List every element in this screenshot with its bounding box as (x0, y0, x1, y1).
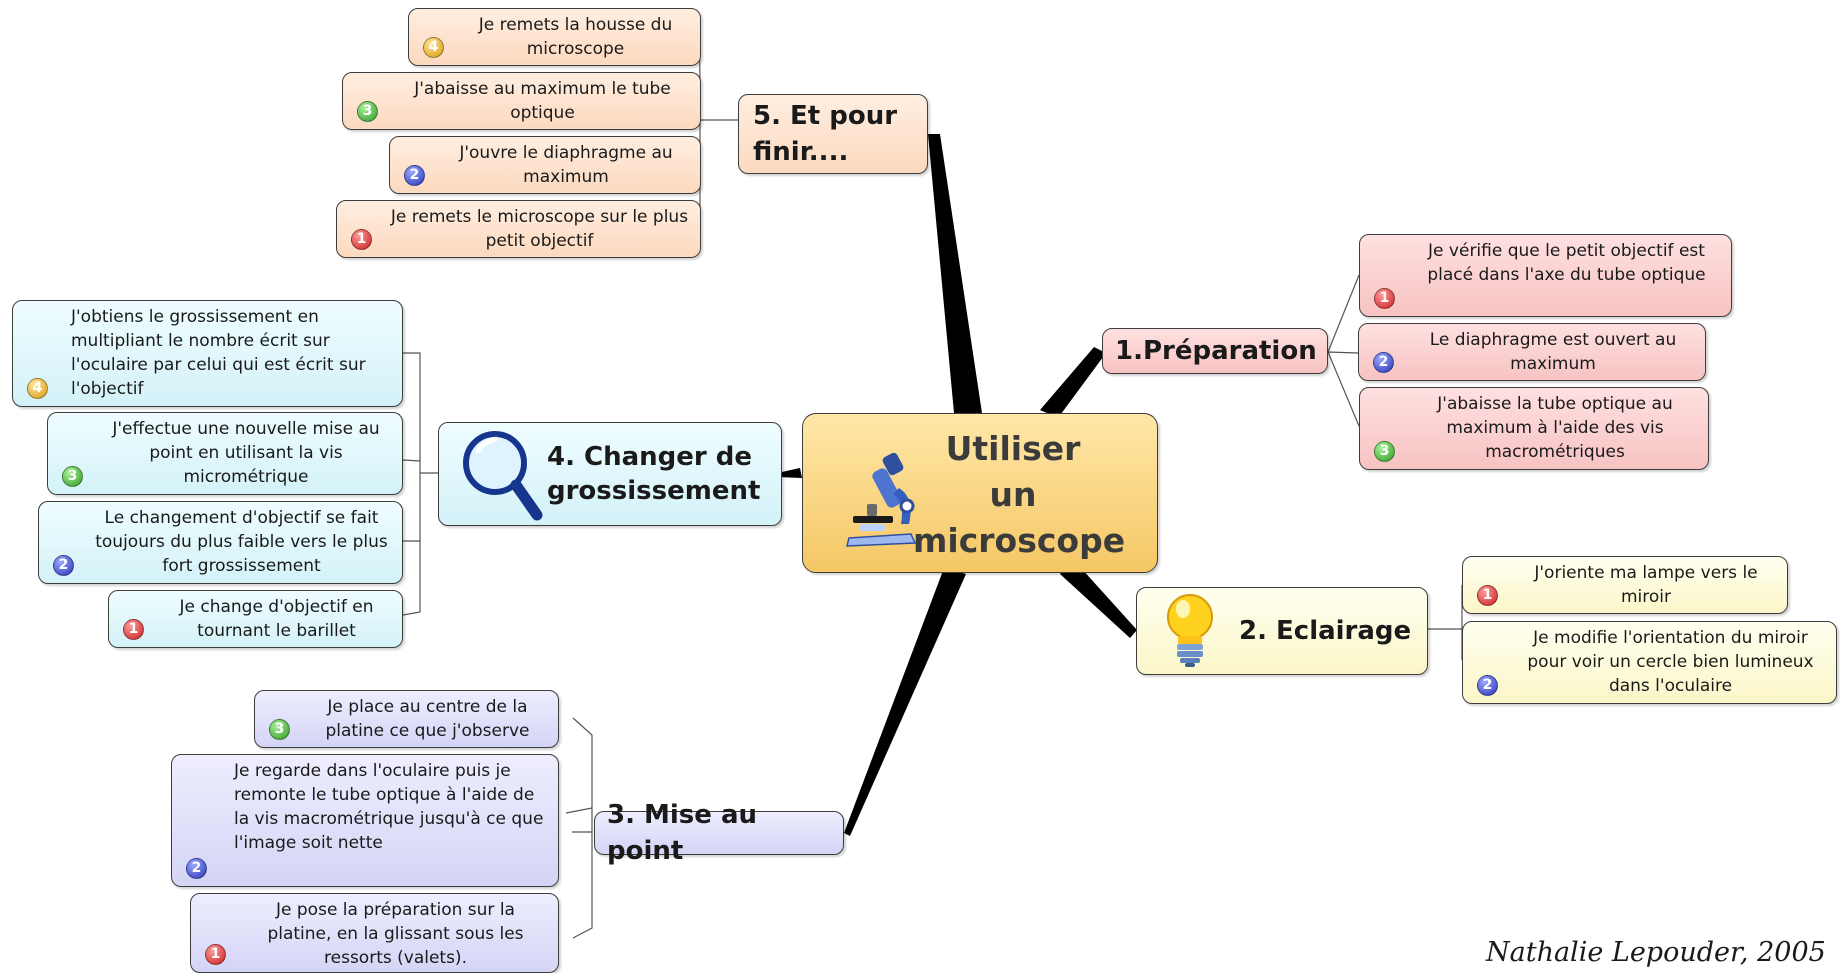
branch-preparation-node[interactable]: 1.Préparation (1102, 328, 1328, 374)
changer-item-3[interactable]: 3 J'effectue une nouvelle mise au point … (47, 412, 403, 495)
microscope-icon (846, 452, 917, 547)
finir-item-3-text: J'abaisse au maximum le tube optique (414, 79, 671, 123)
changer-item-3-text: J'effectue une nouvelle mise au point en… (112, 419, 380, 487)
finir-item-2-text: J'ouvre le diaphragme au maximum (459, 143, 673, 187)
branch-preparation (1040, 347, 1106, 418)
number-2-icon: 2 (404, 165, 425, 186)
branch-mise-au-point-node[interactable]: 3. Mise au point (594, 800, 844, 866)
number-1-icon: 1 (205, 944, 226, 965)
mise-au-point-item-3-text: Je place au centre de la platine ce que … (325, 697, 530, 741)
changer-item-1-text: Je change d'objectif en tournant le bari… (179, 597, 374, 641)
preparation-item-1[interactable]: 1 Je vérifie que le petit objectif est p… (1359, 234, 1732, 317)
number-1-icon: 1 (1374, 288, 1395, 309)
number-1-icon: 1 (351, 229, 372, 250)
eclairage-item-1-text: J'oriente ma lampe vers le miroir (1534, 563, 1758, 607)
number-1-icon: 1 (123, 619, 144, 640)
changer-item-2[interactable]: 2 Le changement d'objectif se fait toujo… (38, 501, 403, 584)
branch-changer (777, 468, 802, 478)
preparation-item-3[interactable]: 3 J'abaisse la tube optique au maximum à… (1359, 387, 1709, 470)
number-4-icon: 4 (27, 378, 48, 399)
finir-item-4-text: Je remets la housse du microscope (478, 15, 673, 59)
magnifying-glass-icon (463, 431, 543, 521)
center-node[interactable]: Utiliser un microscope (802, 413, 1158, 573)
number-2-icon: 2 (186, 858, 207, 879)
mise-au-point-item-1-text: Je pose la préparation sur la platine, e… (267, 900, 524, 968)
mise-au-point-item-1[interactable]: 1 Je pose la préparation sur la platine,… (190, 893, 559, 973)
preparation-item-2-text: Le diaphragme est ouvert au maximum (1429, 330, 1677, 374)
branch-finir-label: 5. Et pour finir.... (753, 101, 898, 167)
branch-finir-node[interactable]: 5. Et pour finir.... (738, 94, 928, 174)
branch-mise-au-point-label: 3. Mise au point (607, 800, 758, 866)
eclairage-item-2-text: Je modifie l'orientation du miroir pour … (1527, 628, 1814, 696)
number-3-icon: 3 (357, 101, 378, 122)
branch-eclairage (1060, 558, 1137, 638)
branch-mise-au-point (844, 568, 966, 836)
main-branches (777, 134, 1137, 836)
finir-item-3[interactable]: 3 J'abaisse au maximum le tube optique (342, 72, 701, 130)
eclairage-item-1[interactable]: 1 J'oriente ma lampe vers le miroir (1462, 556, 1788, 614)
finir-item-4[interactable]: 4 Je remets la housse du microscope (408, 8, 701, 66)
eclairage-item-2[interactable]: 2 Je modifie l'orientation du miroir pou… (1462, 621, 1837, 704)
branch-eclairage-node[interactable]: 2. Eclairage (1136, 587, 1428, 675)
changer-item-4[interactable]: 4 J'obtiens le grossissement en multipli… (12, 300, 403, 407)
changer-item-1[interactable]: 1 Je change d'objectif en tournant le ba… (108, 590, 403, 648)
number-3-icon: 3 (62, 466, 83, 487)
mise-au-point-item-2-text: Je regarde dans l'oculaire puis je remon… (234, 761, 544, 853)
center-title-line-2: un (989, 475, 1037, 514)
center-title-line-3: microscope (913, 521, 1126, 560)
finir-item-2[interactable]: 2 J'ouvre le diaphragme au maximum (389, 136, 701, 194)
number-1-icon: 1 (1477, 585, 1498, 606)
number-3-icon: 3 (269, 719, 290, 740)
preparation-item-3-text: J'abaisse la tube optique au maximum à l… (1437, 394, 1673, 462)
branch-finir (928, 134, 982, 413)
branch-eclairage-label: 2. Eclairage (1239, 616, 1412, 646)
number-3-icon: 3 (1374, 441, 1395, 462)
center-title: Utiliser un microscope (913, 426, 1126, 564)
mise-au-point-item-3[interactable]: 3 Je place au centre de la platine ce qu… (254, 690, 559, 748)
finir-item-1-text: Je remets le microscope sur le plus peti… (390, 207, 689, 251)
changer-item-2-text: Le changement d'objectif se fait toujour… (95, 508, 388, 576)
author-signature: Nathalie Lepouder, 2005 (1486, 937, 1826, 968)
preparation-item-2[interactable]: 2 Le diaphragme est ouvert au maximum (1358, 323, 1706, 381)
branch-changer-node[interactable]: 4. Changer de grossissement (438, 422, 782, 526)
number-2-icon: 2 (1477, 675, 1498, 696)
center-title-line-1: Utiliser (945, 429, 1081, 468)
number-2-icon: 2 (53, 555, 74, 576)
finir-item-1[interactable]: 1 Je remets le microscope sur le plus pe… (336, 200, 701, 258)
preparation-item-1-text: Je vérifie que le petit objectif est pla… (1427, 241, 1706, 285)
changer-item-4-text: J'obtiens le grossissement en multiplian… (71, 307, 366, 399)
number-2-icon: 2 (1373, 352, 1394, 373)
mise-au-point-item-2[interactable]: 2 Je regarde dans l'oculaire puis je rem… (171, 754, 559, 887)
light-bulb-icon (1167, 594, 1213, 667)
branch-preparation-label: 1.Préparation (1115, 336, 1317, 366)
number-4-icon: 4 (423, 37, 444, 58)
branch-changer-label: 4. Changer de grossissement (547, 442, 761, 506)
